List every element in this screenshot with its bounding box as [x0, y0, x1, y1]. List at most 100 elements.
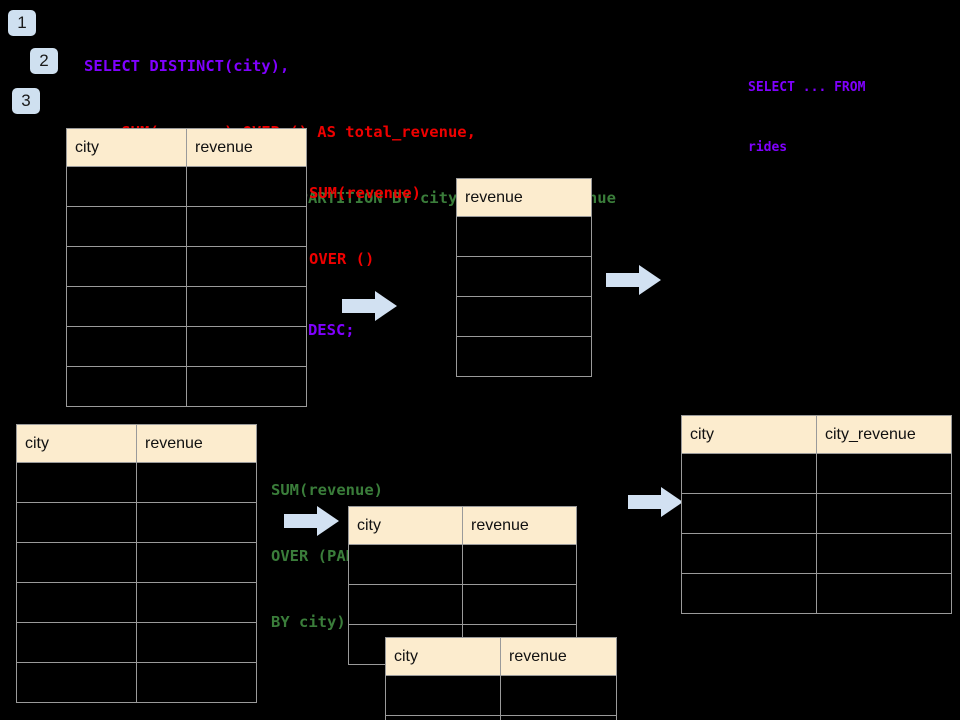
table-cell	[681, 493, 817, 534]
table-cell	[66, 286, 187, 327]
table-cell	[66, 166, 187, 207]
table-cell	[500, 715, 617, 720]
table-row	[348, 544, 577, 585]
table-cell	[186, 246, 307, 287]
table-cell	[681, 533, 817, 574]
step-badge-2: 2	[30, 48, 58, 74]
table-row	[66, 166, 307, 207]
column-header-city: city	[681, 415, 817, 454]
table-rides-top: city revenue	[66, 128, 307, 407]
table-cell	[136, 542, 257, 583]
column-header-revenue: revenue	[136, 424, 257, 463]
table-cell	[186, 366, 307, 407]
table-rides-bottom: city revenue	[16, 424, 257, 703]
table-row	[16, 542, 257, 583]
table-cell	[462, 544, 577, 585]
table-header-row: city revenue	[16, 424, 257, 463]
table-cell	[456, 216, 592, 257]
table-row	[681, 533, 952, 574]
table-header-row: city revenue	[385, 637, 617, 676]
table-header-row: revenue	[456, 178, 592, 217]
table-row	[456, 336, 592, 377]
table-cell	[136, 662, 257, 703]
table-header-row: city revenue	[348, 506, 577, 545]
table-body	[385, 675, 617, 720]
table-cell	[16, 542, 137, 583]
table-row	[16, 502, 257, 543]
table-body	[16, 462, 257, 703]
table-row	[456, 296, 592, 337]
table-row	[66, 246, 307, 287]
table-cell	[136, 582, 257, 623]
table-row	[385, 715, 617, 720]
table-cell	[385, 715, 501, 720]
table-cell	[816, 573, 952, 614]
table-cell	[348, 584, 463, 625]
annotation-select-from-line2: rides	[748, 140, 788, 155]
column-header-revenue: revenue	[500, 637, 617, 676]
column-header-revenue: revenue	[462, 506, 577, 545]
table-row	[348, 584, 577, 625]
table-row	[66, 326, 307, 367]
table-row	[385, 675, 617, 716]
table-cell	[66, 366, 187, 407]
table-row	[66, 366, 307, 407]
table-cell	[500, 675, 617, 716]
table-cell	[16, 462, 137, 503]
table-header-row: city city_revenue	[681, 415, 952, 454]
table-row	[16, 462, 257, 503]
table-header-row: city revenue	[66, 128, 307, 167]
table-row	[456, 216, 592, 257]
table-cell	[816, 453, 952, 494]
table-cell	[186, 206, 307, 247]
table-cell	[66, 326, 187, 367]
table-cell	[186, 326, 307, 367]
column-header-city: city	[66, 128, 187, 167]
table-body	[456, 216, 592, 377]
table-result: city city_revenue	[681, 415, 952, 614]
sql-code-line-1: SELECT DISTINCT(city),	[84, 57, 290, 75]
column-header-city: city	[16, 424, 137, 463]
table-cell	[348, 544, 463, 585]
table-cell	[136, 622, 257, 663]
table-total-revenue: revenue	[456, 178, 592, 377]
table-cell	[816, 493, 952, 534]
table-row	[681, 453, 952, 494]
column-header-city: city	[385, 637, 501, 676]
table-cell	[66, 206, 187, 247]
table-cell	[462, 584, 577, 625]
table-cell	[681, 573, 817, 614]
table-row	[66, 206, 307, 247]
table-body	[66, 166, 307, 407]
table-cell	[16, 582, 137, 623]
table-partition-b: city revenue	[385, 637, 617, 720]
table-cell	[456, 256, 592, 297]
step-badge-3: 3	[12, 88, 40, 114]
arrow-bottom-2	[628, 487, 683, 517]
table-cell	[16, 622, 137, 663]
table-row	[456, 256, 592, 297]
table-row	[681, 573, 952, 614]
annotation-sum-over-partition-line1: SUM(revenue)	[271, 481, 383, 499]
table-body	[681, 453, 952, 614]
arrow-top-1	[342, 291, 397, 321]
table-cell	[16, 662, 137, 703]
table-cell	[186, 166, 307, 207]
table-cell	[136, 462, 257, 503]
table-cell	[816, 533, 952, 574]
table-row	[16, 622, 257, 663]
arrow-bottom-1	[284, 506, 339, 536]
annotation-sum-over-empty-line2: OVER ()	[309, 250, 375, 268]
annotation-select-from: SELECT ... FROM rides	[748, 38, 865, 198]
table-cell	[66, 246, 187, 287]
annotation-sum-over-empty-line1: SUM(revenue)	[309, 184, 421, 202]
table-row	[16, 662, 257, 703]
table-cell	[16, 502, 137, 543]
column-header-revenue: revenue	[186, 128, 307, 167]
table-cell	[456, 296, 592, 337]
table-cell	[136, 502, 257, 543]
arrow-top-2	[606, 265, 661, 295]
annotation-sum-over-partition-line3: BY city)	[271, 613, 346, 631]
table-cell	[681, 453, 817, 494]
